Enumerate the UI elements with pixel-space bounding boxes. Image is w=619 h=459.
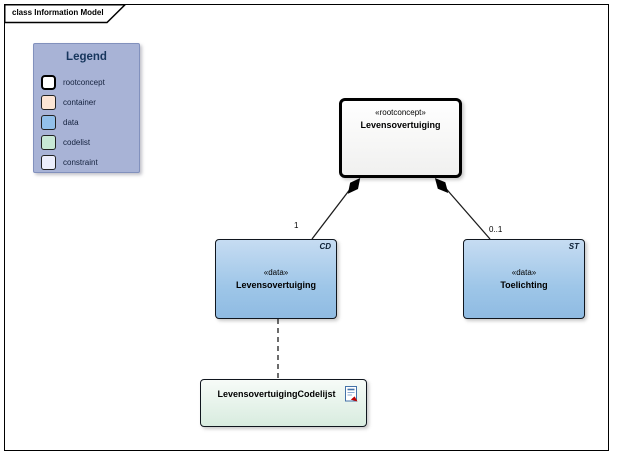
multiplicity-label-left: 1: [294, 221, 299, 230]
node-tag: CD: [319, 242, 331, 251]
node-codelist-levensovertuigingcodelijst[interactable]: LevensovertuigingCodelijst: [200, 379, 367, 427]
legend: Legend rootconcept container data codeli…: [33, 43, 140, 173]
legend-item-rootconcept: rootconcept: [34, 72, 139, 92]
diagram-frame: [4, 4, 609, 451]
node-tag: ST: [568, 242, 579, 251]
node-stereotype: «data»: [511, 268, 537, 277]
legend-item-label: codelist: [63, 137, 91, 147]
legend-item-data: data: [34, 112, 139, 132]
legend-item-container: container: [34, 92, 139, 112]
frame-tab-shape: [4, 4, 127, 24]
node-stereotype: «data»: [263, 268, 289, 277]
node-rootconcept-levensovertuiging[interactable]: «rootconcept» Levensovertuiging: [339, 98, 462, 178]
legend-item-codelist: codelist: [34, 132, 139, 152]
node-stereotype: «rootconcept»: [375, 108, 426, 117]
node-name: Levensovertuiging: [360, 120, 441, 130]
legend-title: Legend: [66, 51, 107, 63]
legend-item-label: rootconcept: [63, 77, 105, 87]
codelist-swatch: [41, 134, 56, 150]
legend-item-label: constraint: [63, 157, 98, 167]
node-name: LevensovertuigingCodelijst: [217, 389, 336, 399]
node-data-levensovertuiging[interactable]: CD «data» Levensovertuiging: [215, 239, 337, 319]
node-data-toelichting[interactable]: ST «data» Toelichting: [463, 239, 585, 319]
node-name: Levensovertuiging: [235, 280, 316, 290]
frame-title: class Information Model: [12, 8, 104, 17]
legend-items: rootconcept container data codelist cons…: [34, 72, 139, 172]
constraint-swatch: [41, 154, 56, 170]
data-swatch: [41, 114, 56, 130]
legend-item-constraint: constraint: [34, 152, 139, 172]
node-name: Toelichting: [500, 280, 548, 290]
codelist-document-icon: [345, 386, 358, 402]
frame-title-tab: class Information Model: [4, 4, 128, 24]
legend-item-label: data: [63, 117, 79, 127]
legend-item-label: container: [63, 97, 96, 107]
container-swatch: [41, 94, 56, 110]
multiplicity-label-right: 0..1: [489, 225, 503, 234]
rootconcept-swatch: [41, 74, 56, 90]
